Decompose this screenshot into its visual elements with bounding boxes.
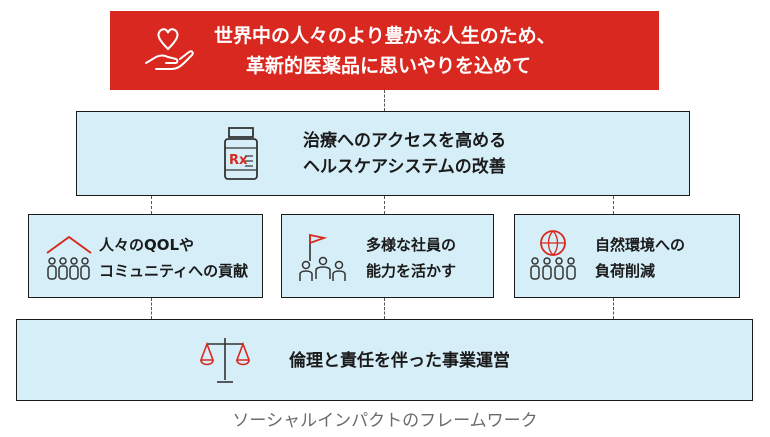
- pillar-community-line-1: 人々のQOLや: [99, 236, 195, 254]
- connector-center-base: [384, 298, 385, 319]
- pillar-community: 人々のQOLや コミュニティへの貢献: [28, 214, 263, 298]
- pillar-diversity-line-2: 能力を活かす: [366, 262, 457, 280]
- mission-box: 世界中の人々のより豊かな人生のため、 革新的医薬品に思いやりを込めて: [110, 11, 659, 90]
- pillar-diversity: 多様な社員の 能力を活かす: [281, 214, 494, 298]
- mission-line-1: 世界中の人々のより豊かな人生のため、: [214, 25, 556, 47]
- diverse-team-icon: [299, 233, 346, 281]
- connector-left: [151, 196, 152, 214]
- connector-center: [384, 196, 385, 214]
- community-icon: [46, 236, 92, 280]
- ethics-label: 倫理と責任を伴った事業運営: [289, 351, 510, 371]
- framework-caption: ソーシャルインパクトのフレームワーク: [232, 411, 538, 431]
- healthcare-box: Rx 治療へのアクセスを高める ヘルスケアシステムの改善: [76, 111, 690, 196]
- svg-text:Rx: Rx: [229, 153, 248, 168]
- connector-left-base: [151, 298, 152, 319]
- pillar-community-line-2: コミュニティへの貢献: [99, 262, 249, 280]
- scales-icon: [199, 338, 251, 383]
- connector-right-base: [613, 298, 614, 319]
- connector-right: [613, 196, 614, 214]
- mission-line-2: 革新的医薬品に思いやりを込めて: [246, 55, 532, 77]
- ethics-base-box: 倫理と責任を伴った事業運営: [16, 319, 753, 401]
- healthcare-line-1: 治療へのアクセスを高める: [303, 131, 507, 151]
- healthcare-line-2: ヘルスケアシステムの改善: [303, 157, 506, 177]
- connector-top-mid: [384, 90, 385, 111]
- pillar-environment: 自然環境への 負荷削減: [514, 214, 740, 298]
- pillar-environment-line-1: 自然環境への: [595, 236, 686, 254]
- globe-people-icon: [530, 230, 576, 280]
- pillar-diversity-line-1: 多様な社員の: [366, 236, 457, 254]
- medicine-bottle-icon: Rx: [224, 127, 258, 180]
- heart-hand-icon: [145, 28, 194, 70]
- pillar-environment-line-2: 負荷削減: [595, 262, 656, 280]
